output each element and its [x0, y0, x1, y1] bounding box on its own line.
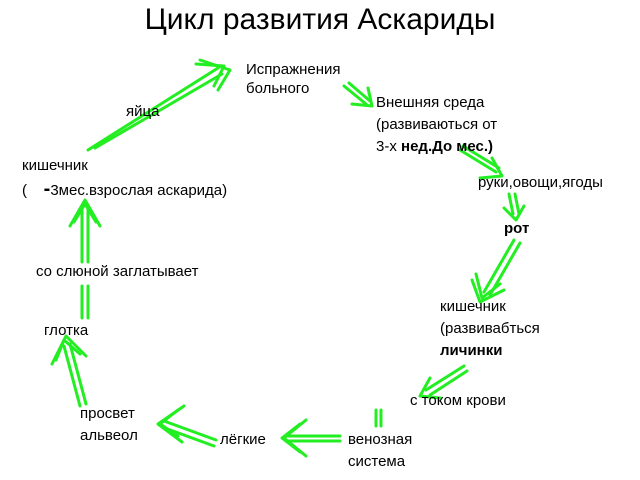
arrow-mouth-to-intestine: [470, 238, 522, 304]
label-eggs: яйца: [126, 103, 160, 120]
label-mouth: рот: [504, 220, 530, 237]
arrow-lungs-to-alveoli: [156, 404, 218, 448]
arrow-intestine-to-blood: [418, 364, 469, 400]
label-environment-line3: 3-х нед.До мес.): [376, 137, 493, 156]
label-intestine2-line1: кишечник: [440, 298, 506, 315]
arrow-saliva-to-intestine: [68, 198, 102, 264]
label-hands: руки,овощи,ягоды: [478, 174, 603, 191]
arrow-environment-to-hands: [458, 144, 504, 180]
label-intestine2-line2: (развивабться: [440, 320, 540, 337]
label-intestine1-text: 3мес.взрослая аскарида): [50, 182, 228, 199]
label-saliva: со слюной заглатывает: [36, 263, 199, 280]
arrow-intestine-to-eggs: [86, 58, 232, 152]
label-feces-line2: больного: [246, 80, 310, 97]
arrow-pharynx-to-saliva: [80, 284, 90, 320]
arrow-blood-to-venous: [374, 408, 383, 428]
label-intestine2-line3: личинки: [440, 342, 503, 359]
page-title: Цикл развития Аскариды: [144, 3, 496, 36]
label-intestine1-dash: -: [43, 178, 51, 200]
label-environment-line1: Внешняя среда: [376, 94, 485, 111]
arrow-hands-to-mouth: [502, 192, 526, 222]
label-intestine1-line1: кишечник: [22, 157, 88, 174]
label-environment-line2: (развиваються от: [376, 116, 498, 133]
label-venous-line1: венозная: [348, 431, 413, 448]
label-environment-line3-b: нед.До мес.): [401, 138, 494, 155]
label-intestine1-paren: (: [22, 182, 44, 199]
label-venous-line2: система: [348, 453, 406, 470]
label-environment-line3-a: 3-х: [376, 138, 402, 155]
label-lungs: лёгкие: [220, 431, 266, 448]
label-alveoli-line1: просвет: [80, 405, 135, 422]
label-intestine1-line2: ( -3мес.взрослая аскарида): [22, 178, 228, 200]
label-pharynx: глотка: [44, 322, 89, 339]
label-alveoli-line2: альвеол: [80, 427, 138, 444]
arrow-alveoli-to-pharynx: [50, 334, 88, 408]
arrow-feces-to-environment: [342, 81, 374, 108]
label-blood: с током крови: [410, 392, 506, 409]
label-feces-line1: Испражнения: [246, 61, 341, 78]
arrow-venous-to-lungs: [280, 418, 342, 458]
